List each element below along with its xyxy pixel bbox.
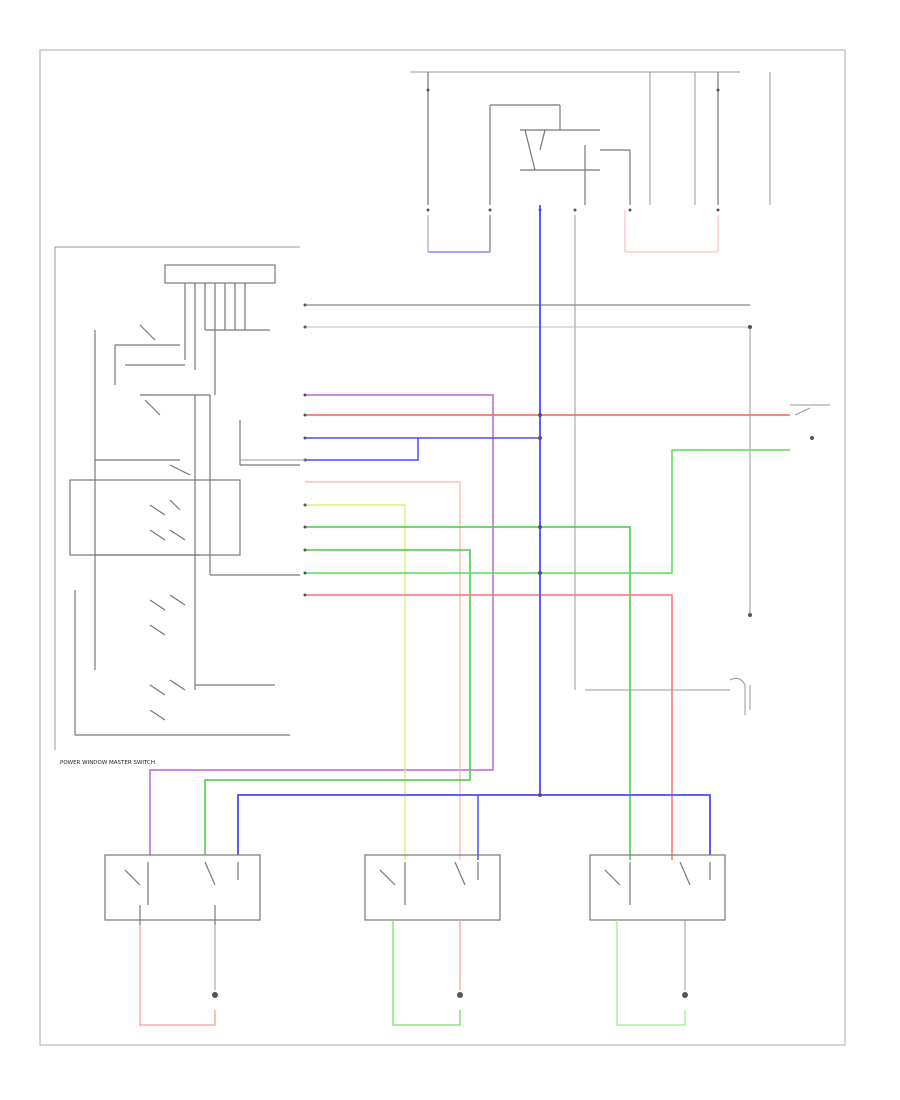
- sub-switch-1-loop: [139, 925, 216, 1026]
- wire-blue-bottom: [237, 794, 711, 855]
- wire-green-3: [305, 449, 790, 574]
- sub-switch-1: [104, 854, 261, 1026]
- wire-green-2: [204, 549, 471, 855]
- wire-green-1: [305, 526, 631, 860]
- wire-pink-1: [305, 481, 461, 860]
- wire-purple: [149, 394, 494, 855]
- master-switch-block: POWER WINDOW MASTER SWITCH: [54, 246, 300, 766]
- wire-harness: [149, 205, 790, 860]
- master-switch-caption: POWER WINDOW MASTER SWITCH: [60, 760, 155, 766]
- top-power-section: [410, 71, 771, 690]
- sub-switch-3: [589, 854, 726, 1026]
- sub-switch-2-loop: [392, 920, 461, 1026]
- sub-switch-2: [364, 854, 501, 1026]
- wire-yellow-green: [305, 504, 406, 860]
- wire-red-2: [305, 594, 673, 860]
- wire-blue-2: [305, 438, 419, 461]
- sub-switch-3-loop: [616, 920, 686, 1026]
- diagram-frame: [39, 49, 846, 1046]
- right-components: [585, 404, 830, 715]
